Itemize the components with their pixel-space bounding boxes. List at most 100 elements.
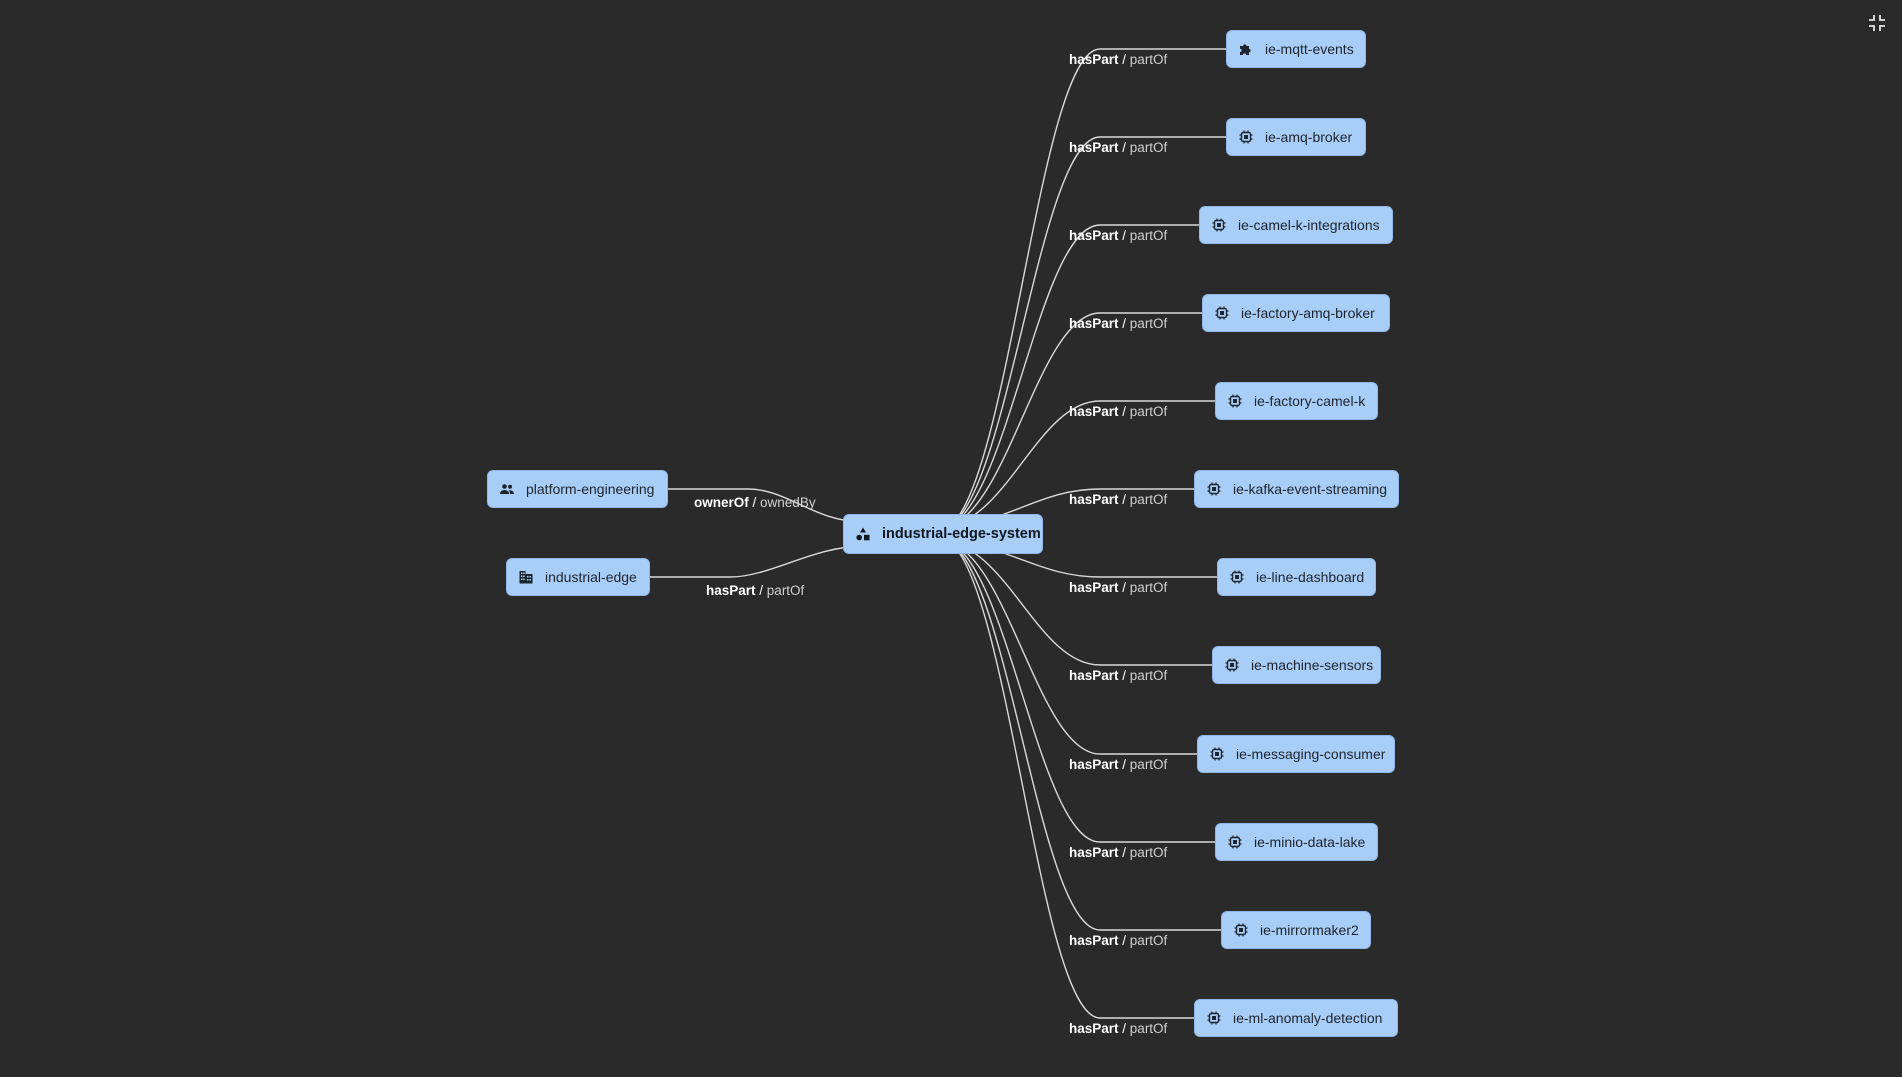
edge-relation: hasPart <box>1069 580 1119 595</box>
group-icon <box>498 480 516 498</box>
right-node-ie-camel-k-integrations[interactable]: ie-camel-k-integrations <box>1199 206 1393 244</box>
edge-separator: / <box>1118 140 1130 155</box>
right-node-ie-factory-amq-broker[interactable]: ie-factory-amq-broker <box>1202 294 1390 332</box>
edge-separator: / <box>1118 845 1130 860</box>
right-node-ie-amq-broker[interactable]: ie-amq-broker <box>1226 118 1366 156</box>
component-icon <box>1223 656 1241 674</box>
node-label: ie-minio-data-lake <box>1254 834 1366 850</box>
edge-relation: hasPart <box>1069 933 1119 948</box>
edge-inverse: partOf <box>1129 316 1168 331</box>
edge-relation: hasPart <box>1069 1021 1119 1036</box>
component-icon <box>1228 568 1246 586</box>
edge-label: hasPart / partOf <box>1069 580 1167 596</box>
edge-inverse: partOf <box>1129 845 1168 860</box>
component-icon <box>1205 480 1223 498</box>
edge-separator: / <box>1118 668 1130 683</box>
edge-relation: hasPart <box>1069 492 1119 507</box>
root-node[interactable]: industrial-edge-system <box>843 514 1043 554</box>
component-icon <box>1205 1009 1223 1027</box>
edge-separator: / <box>1118 404 1130 419</box>
node-label: platform-engineering <box>526 481 655 497</box>
edge-line <box>949 541 1212 666</box>
right-node-ie-ml-anomaly-detection[interactable]: ie-ml-anomaly-detection <box>1194 999 1398 1037</box>
edge-label: hasPart / partOf <box>1069 228 1167 244</box>
node-label: ie-ml-anomaly-detection <box>1233 1010 1383 1026</box>
edge-label: hasPart / partOf <box>706 583 804 599</box>
node-label: industrial-edge <box>545 569 637 585</box>
node-label: ie-factory-camel-k <box>1254 393 1366 409</box>
edge-inverse: partOf <box>1129 492 1168 507</box>
edge-inverse: partOf <box>1129 140 1168 155</box>
node-label: ie-messaging-consumer <box>1236 746 1386 762</box>
right-node-ie-kafka-event-streaming[interactable]: ie-kafka-event-streaming <box>1194 470 1399 508</box>
root-node-label: industrial-edge-system <box>882 526 1041 542</box>
node-label: ie-amq-broker <box>1265 129 1353 145</box>
edge-relation: hasPart <box>1069 404 1119 419</box>
edge-inverse: partOf <box>1129 228 1168 243</box>
edge-separator: / <box>1118 757 1130 772</box>
edge-label: hasPart / partOf <box>1069 757 1167 773</box>
left-node-industrial-edge[interactable]: industrial-edge <box>506 558 650 596</box>
component-icon <box>1226 833 1244 851</box>
edge-relation: hasPart <box>1069 228 1119 243</box>
node-label: ie-factory-amq-broker <box>1241 305 1375 321</box>
edge-line <box>650 545 865 578</box>
node-label: ie-machine-sensors <box>1251 657 1374 673</box>
right-node-ie-line-dashboard[interactable]: ie-line-dashboard <box>1217 558 1376 596</box>
right-node-ie-mqtt-events[interactable]: ie-mqtt-events <box>1226 30 1366 68</box>
right-node-ie-messaging-consumer[interactable]: ie-messaging-consumer <box>1197 735 1395 773</box>
system-icon <box>854 525 872 543</box>
right-node-ie-factory-camel-k[interactable]: ie-factory-camel-k <box>1215 382 1378 420</box>
domain-icon <box>517 568 535 586</box>
edge-inverse: partOf <box>1129 580 1168 595</box>
collapse-icon[interactable] <box>1866 12 1888 34</box>
right-node-ie-mirrormaker2[interactable]: ie-mirrormaker2 <box>1221 911 1371 949</box>
edge-inverse: partOf <box>1129 52 1168 67</box>
edge-inverse: partOf <box>1129 668 1168 683</box>
edge-inverse: partOf <box>1129 933 1168 948</box>
node-label: ie-mqtt-events <box>1265 41 1354 57</box>
edge-line <box>949 541 1221 931</box>
edge-separator: / <box>1118 580 1130 595</box>
node-label: ie-kafka-event-streaming <box>1233 481 1388 497</box>
node-label: ie-camel-k-integrations <box>1238 217 1380 233</box>
edge-label: hasPart / partOf <box>1069 404 1167 420</box>
node-label: ie-line-dashboard <box>1256 569 1365 585</box>
edge-separator: / <box>748 495 761 510</box>
component-icon <box>1237 128 1255 146</box>
edge-line <box>949 48 1226 527</box>
edge-separator: / <box>1118 492 1130 507</box>
edge-separator: / <box>755 583 767 598</box>
edge-relation: hasPart <box>1069 668 1119 683</box>
edge-inverse: ownedBy <box>760 495 816 510</box>
edge-relation: ownerOf <box>694 495 749 510</box>
component-icon <box>1208 745 1226 763</box>
edge-label: hasPart / partOf <box>1069 845 1167 861</box>
edge-label: hasPart / partOf <box>1069 933 1167 949</box>
edge-relation: hasPart <box>706 583 756 598</box>
api-icon <box>1237 40 1255 58</box>
edge-relation: hasPart <box>1069 140 1119 155</box>
edge-inverse: partOf <box>1129 757 1168 772</box>
edge-line <box>949 541 1197 755</box>
edge-separator: / <box>1118 228 1130 243</box>
edge-inverse: partOf <box>1129 404 1168 419</box>
edge-line <box>949 541 1215 843</box>
edge-label: hasPart / partOf <box>1069 1021 1167 1037</box>
edge-separator: / <box>1118 1021 1130 1036</box>
edge-relation: hasPart <box>1069 757 1119 772</box>
edge-separator: / <box>1118 52 1130 67</box>
edge-label: hasPart / partOf <box>1069 668 1167 684</box>
edge-line <box>949 136 1226 527</box>
edge-line <box>949 541 1194 1019</box>
edge-label: ownerOf / ownedBy <box>694 495 816 511</box>
component-icon <box>1226 392 1244 410</box>
edge-relation: hasPart <box>1069 52 1119 67</box>
right-node-ie-machine-sensors[interactable]: ie-machine-sensors <box>1212 646 1381 684</box>
left-node-platform-engineering[interactable]: platform-engineering <box>487 470 668 508</box>
edge-inverse: partOf <box>766 583 805 598</box>
edge-relation: hasPart <box>1069 316 1119 331</box>
right-node-ie-minio-data-lake[interactable]: ie-minio-data-lake <box>1215 823 1378 861</box>
edge-separator: / <box>1118 933 1130 948</box>
component-icon <box>1210 216 1228 234</box>
